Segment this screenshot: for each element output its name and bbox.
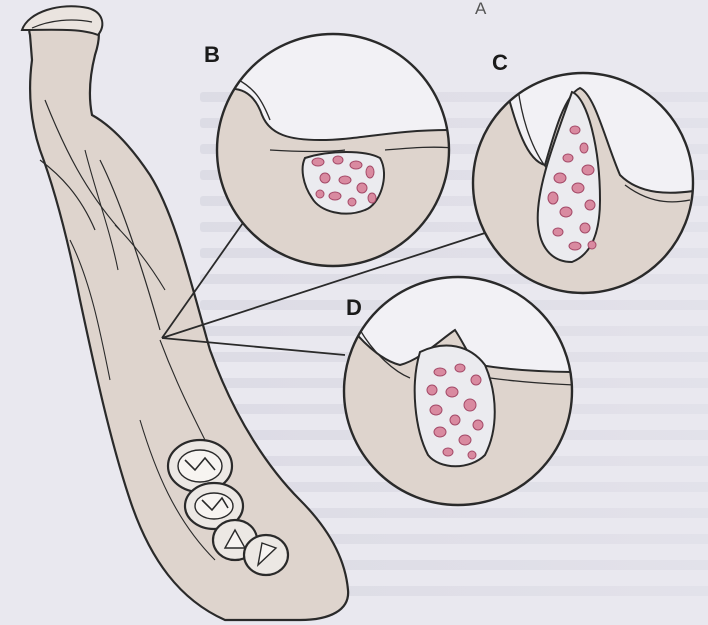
premolar-tooth-icon — [244, 535, 288, 575]
label-a: A — [475, 0, 486, 17]
magnifier-circle — [200, 34, 460, 270]
magnifier-circle — [470, 73, 700, 300]
label-c: C — [492, 52, 508, 74]
label-b: B — [204, 44, 220, 66]
magnifier-circle — [340, 277, 580, 520]
label-d: D — [346, 297, 362, 319]
